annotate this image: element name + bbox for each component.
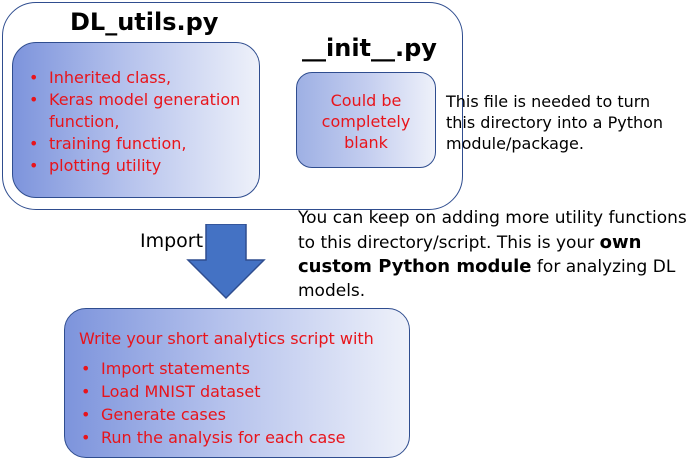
script-list: Import statements Load MNIST dataset Gen…	[79, 357, 399, 449]
init-title: __init__.py	[302, 34, 437, 62]
analytics-script-box: Write your short analytics script with I…	[64, 308, 410, 458]
list-item: Load MNIST dataset	[79, 380, 399, 403]
list-item: Run the analysis for each case	[79, 426, 399, 449]
dl-utils-title: DL_utils.py	[70, 8, 219, 36]
init-box-line: Could be	[330, 91, 402, 110]
arrow-shape	[186, 224, 266, 300]
list-item: Import statements	[79, 357, 399, 380]
dl-utils-list: Inherited class, Keras model generation …	[27, 67, 255, 177]
list-item: plotting utility	[27, 155, 255, 177]
custom-module-note: You can keep on adding more utility func…	[298, 207, 698, 303]
import-arrow-icon	[186, 224, 266, 300]
list-item: Inherited class,	[27, 67, 255, 89]
custom-note-emphasis: own custom Python module	[298, 231, 642, 278]
init-box: Could be completely blank	[296, 72, 436, 168]
init-box-line: blank	[344, 133, 388, 152]
init-box-text: Could be completely blank	[297, 90, 435, 153]
init-note: This file is needed to turn this directo…	[446, 92, 664, 153]
import-label: Import	[140, 230, 204, 252]
list-item: Keras model generation function,	[27, 89, 255, 133]
list-item: Generate cases	[79, 403, 399, 426]
custom-note-text-end: for analyzing DL models.	[298, 257, 676, 301]
script-heading: Write your short analytics script with	[79, 329, 374, 348]
dl-utils-box: Inherited class, Keras model generation …	[12, 42, 260, 198]
init-box-line: completely	[321, 112, 411, 131]
list-item: training function,	[27, 133, 255, 155]
custom-note-text: You can keep on adding more utility func…	[298, 208, 687, 253]
